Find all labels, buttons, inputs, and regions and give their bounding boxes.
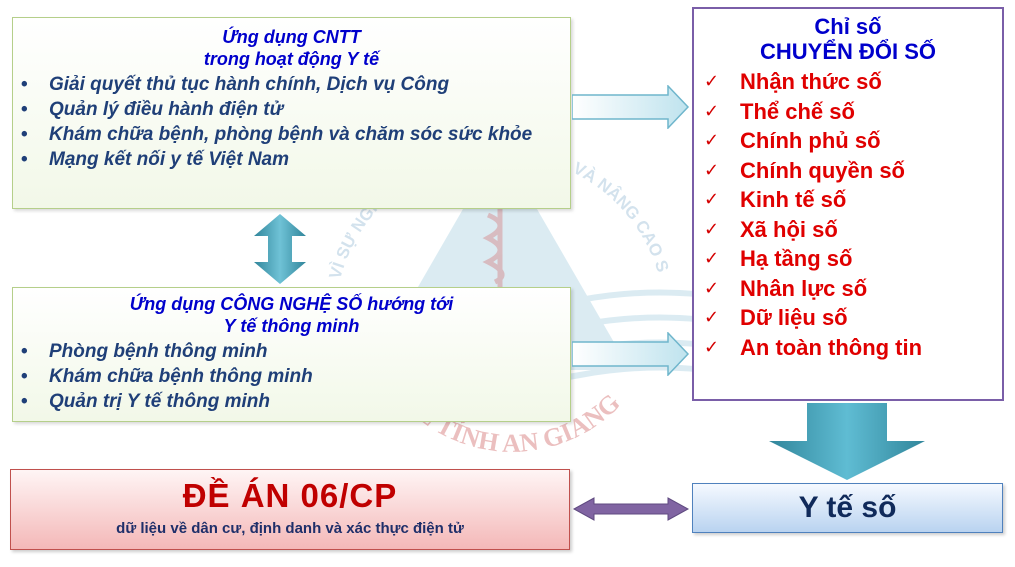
project-06-title: ĐỀ ÁN 06/CP <box>182 477 398 514</box>
check-icon: ✓ <box>704 277 720 298</box>
check-icon: ✓ <box>704 218 720 239</box>
arrow-right-icon <box>572 332 690 376</box>
index-title: Chỉ số CHUYỂN ĐỔI SỐ <box>694 14 1002 64</box>
it-application-title: Ứng dụng CNTT trong hoạt động Y tế <box>13 26 570 70</box>
it-application-title-line2: trong hoạt động Y tế <box>203 49 380 69</box>
digital-tech-title-line2: Y tế thông minh <box>223 316 360 336</box>
list-item: ✓ Thể chế số <box>694 97 1002 127</box>
check-icon: ✓ <box>704 100 720 121</box>
list-item: Khám chữa bệnh thông minh <box>21 364 570 389</box>
index-item-label: Kinh tế số <box>740 187 847 212</box>
index-item-label: Dữ liệu số <box>740 305 848 330</box>
digital-tech-application-box: Ứng dụng CÔNG NGHỆ SỐ hướng tới Y tế thô… <box>12 287 571 422</box>
it-application-title-line1: Ứng dụng CNTT <box>222 27 361 47</box>
list-item: ✓ Dữ liệu số <box>694 303 1002 333</box>
list-item: Giải quyết thủ tục hành chính, Dịch vụ C… <box>21 72 570 97</box>
check-icon: ✓ <box>704 159 720 180</box>
index-title-line1: Chỉ số <box>814 14 882 39</box>
index-item-label: Thể chế số <box>740 98 855 124</box>
index-item-label: An toàn thông tin <box>740 334 923 360</box>
list-item: ✓ Hạ tầng số <box>694 244 1002 274</box>
it-application-box: Ứng dụng CNTT trong hoạt động Y tế Giải … <box>12 17 571 209</box>
check-icon: ✓ <box>704 307 720 327</box>
list-item: Mạng kết nối y tế Việt Nam <box>21 147 570 172</box>
digital-tech-title-line1: Ứng dụng CÔNG NGHỆ SỐ hướng tới <box>129 294 454 314</box>
digital-health-box: Y tế số <box>692 483 1003 533</box>
list-item: ✓ An toàn thông tin <box>694 333 1002 363</box>
index-item-label: Nhận thức số <box>740 69 882 94</box>
index-item-label: Hạ tầng số <box>740 246 853 271</box>
double-arrow-horizontal-icon <box>572 497 690 521</box>
check-icon: ✓ <box>704 248 720 268</box>
list-item: Quản trị Y tế thông minh <box>21 389 570 414</box>
index-item-label: Nhân lực số <box>740 275 868 301</box>
index-item-label: Xã hội số <box>740 216 838 242</box>
index-list: ✓Nhận thức số ✓Thể chế số ✓Chính phủ số … <box>694 67 1002 362</box>
list-item: ✓ Xã hội số <box>694 215 1002 245</box>
check-icon: ✓ <box>704 189 720 209</box>
digital-tech-list: Phòng bệnh thông minh Khám chữa bệnh thô… <box>13 339 570 414</box>
project-06-box: ĐỀ ÁN 06/CP dữ liệu về dân cư, định danh… <box>10 469 570 550</box>
arrow-down-icon <box>769 403 925 480</box>
check-icon: ✓ <box>704 71 720 91</box>
list-item: ✓ Chính phủ số <box>694 126 1002 156</box>
project-06-subtitle: dữ liệu về dân cư, định danh và xác thực… <box>116 520 464 537</box>
digital-tech-title: Ứng dụng CÔNG NGHỆ SỐ hướng tới Y tế thô… <box>13 293 570 337</box>
digital-transformation-index-box: Chỉ số CHUYỂN ĐỔI SỐ ✓ Nhận thức số ✓ Thể … <box>692 7 1004 401</box>
index-item-label: Chính phủ số <box>740 128 881 153</box>
arrow-right-icon <box>572 85 690 129</box>
index-item-label: Chính quyền số <box>740 157 905 183</box>
list-item: Khám chữa bệnh, phòng bệnh và chăm sóc s… <box>21 122 570 147</box>
list-item: Quản lý điều hành điện tử <box>21 97 570 122</box>
list-item: ✓ Nhận thức số <box>694 67 1002 97</box>
it-application-list: Giải quyết thủ tục hành chính, Dịch vụ C… <box>13 72 570 172</box>
list-item: ✓ Chính quyền số <box>694 156 1002 186</box>
vertical-double-arrow-icon <box>254 214 306 284</box>
check-icon: ✓ <box>704 130 720 150</box>
digital-health-label: Y tế số <box>798 491 897 524</box>
list-item: Phòng bệnh thông minh <box>21 339 570 364</box>
watermark-caduceus-icon <box>482 200 505 290</box>
list-item: ✓ Nhân lực số <box>694 274 1002 304</box>
check-icon: ✓ <box>704 336 720 357</box>
index-title-line2: CHUYỂN ĐỔI SỐ <box>759 39 937 64</box>
list-item: ✓ Kinh tế số <box>694 185 1002 215</box>
